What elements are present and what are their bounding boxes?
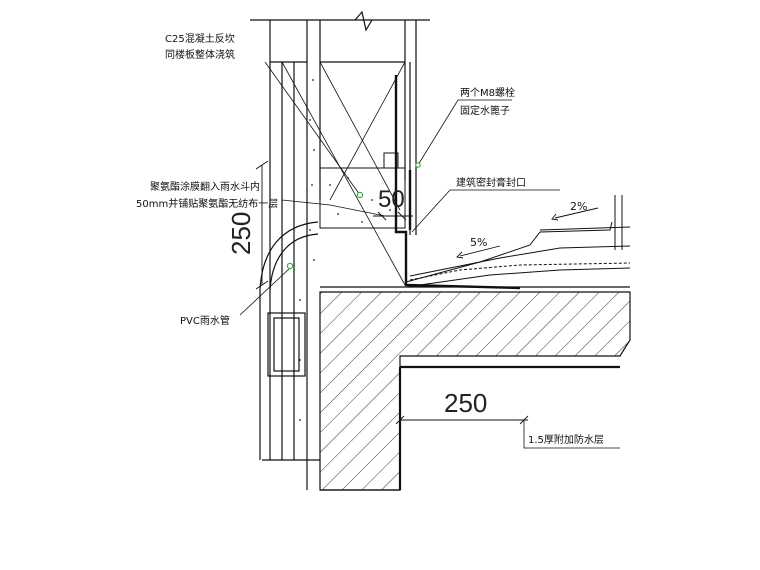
dim-250-horizontal: 250 xyxy=(444,388,487,418)
slope-arrows xyxy=(456,207,599,259)
label-c25-line2: 同楼板整体浇筑 xyxy=(165,48,235,61)
label-coating-line1: 聚氨酯涂膜翻入雨水斗内 xyxy=(150,180,260,193)
label-extra-waterproof: 1.5厚附加防水层 xyxy=(528,433,604,446)
label-c25-line1: C25混凝土反坎 xyxy=(165,32,235,45)
waterproof-membrane xyxy=(394,75,521,290)
marker-bolt xyxy=(415,162,421,168)
label-pvc: PVC雨水管 xyxy=(180,314,230,327)
wall-outline xyxy=(250,10,430,490)
label-roof-slope: 2% xyxy=(570,200,587,213)
marker-c25 xyxy=(356,191,364,199)
label-sealant: 建筑密封膏封口 xyxy=(456,176,526,189)
dim-50: 50 xyxy=(378,186,405,213)
label-m8-line1: 两个M8螺栓 xyxy=(460,86,515,99)
concrete-upturn xyxy=(319,152,406,229)
point-markers xyxy=(286,162,421,270)
label-gutter-slope: 5% xyxy=(470,236,487,249)
dim-250-vertical: 250 xyxy=(226,212,256,255)
parapet-cross-lines xyxy=(281,61,406,286)
rain-pipe xyxy=(259,221,320,461)
leader-lines xyxy=(239,61,620,449)
marker-pvc xyxy=(286,262,294,270)
label-m8-line2: 固定水篦子 xyxy=(460,104,510,117)
dimension-lines xyxy=(255,160,529,430)
roof-buildup xyxy=(405,195,631,288)
label-coating-line2: 50mm并铺贴聚氨酯无纺布一层 xyxy=(136,197,278,210)
